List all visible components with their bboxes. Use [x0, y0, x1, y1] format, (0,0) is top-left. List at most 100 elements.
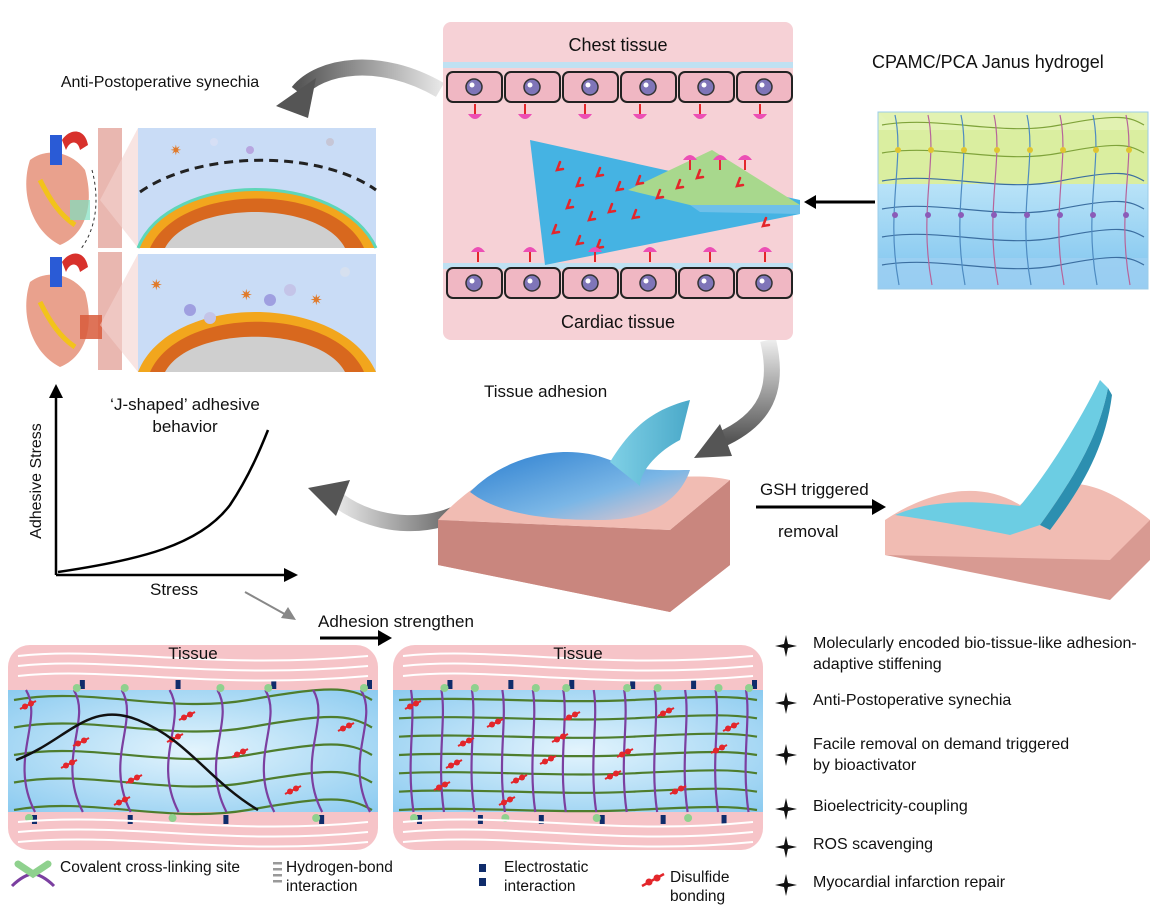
sparkle-icon [775, 874, 797, 896]
feature-text: Facile removal on demand triggered by bi… [813, 736, 1070, 774]
legend-text: Disulfide bonding [670, 869, 730, 905]
electrostatic-mark [175, 680, 181, 689]
receptor [468, 104, 482, 119]
electrostatic-icon [479, 864, 486, 886]
red-arrow-mark [655, 188, 665, 200]
cell [446, 71, 503, 103]
cell [562, 71, 619, 103]
crosslink-mark [72, 684, 81, 692]
polymer-chain [622, 689, 628, 813]
crosslink-mark [592, 814, 601, 822]
y-axis-label: Adhesive Stress [28, 423, 45, 539]
gsh-arrow [756, 499, 886, 515]
receptor [523, 247, 537, 262]
red-arrow-mark [735, 176, 745, 188]
disulfide-mark [19, 700, 37, 710]
crosslink-mark [653, 684, 662, 692]
electrostatic-mark [752, 680, 757, 689]
feature-text: Bioelectricity-coupling [813, 798, 968, 815]
adhesion-block [438, 400, 730, 612]
crosslink-mark [216, 684, 225, 692]
electrostatic-mark [271, 680, 277, 689]
tissue-label-left: Tissue [168, 644, 218, 663]
disulfide-mark [178, 711, 196, 721]
polymer-chain [13, 715, 373, 733]
svg-text:✷: ✷ [240, 287, 253, 304]
curved-arrow-down [694, 338, 780, 458]
crosslink-mark [360, 684, 368, 692]
red-arrow-mark [587, 210, 597, 222]
crosslink-mark [714, 684, 723, 692]
hydrogen-bond-icon [273, 862, 282, 883]
electrostatic-mark [32, 815, 37, 824]
feature-text: Anti-Postoperative synechia [813, 692, 1012, 709]
polymer-chain [592, 689, 598, 813]
j-curve-chart [49, 384, 298, 620]
sparkle-icon [775, 692, 797, 714]
crosslink-mark [531, 684, 540, 692]
crosslink-mark [168, 814, 177, 822]
network-panel-left [8, 645, 378, 850]
crosslink-mark [440, 684, 449, 692]
red-arrow-mark [555, 160, 565, 172]
disulfide-mark [616, 748, 634, 758]
cell [620, 71, 677, 103]
svg-text:✷: ✷ [310, 292, 323, 309]
disulfide-mark [231, 748, 249, 758]
disulfide-mark [510, 774, 528, 784]
receptor [633, 104, 647, 119]
polymer-chain [358, 689, 371, 813]
crosslink-mark [684, 814, 693, 822]
red-arrow-mark [565, 198, 575, 210]
receptor [683, 155, 697, 170]
pointer-arrow [804, 195, 875, 209]
sparkle-icon [775, 744, 797, 766]
disulfide-mark [337, 722, 355, 732]
disulfide-mark [710, 744, 728, 754]
red-arrow-mark [607, 202, 617, 214]
disulfide-icon [641, 872, 665, 888]
polymer-chain [683, 689, 689, 813]
polymer-chain [398, 732, 758, 739]
disulfide-mark [486, 718, 504, 728]
receptor [643, 247, 657, 262]
electrostatic-mark [319, 815, 325, 824]
red-arrow-mark [675, 178, 685, 190]
polymer-chain [561, 689, 567, 813]
red-arrow-marks [551, 160, 771, 250]
sparkle-icon [775, 836, 797, 858]
legend-text: Covalent cross-linking site [60, 859, 241, 876]
disulfide-mark [125, 774, 143, 784]
cell [504, 71, 561, 103]
red-arrow-mark [595, 166, 605, 178]
hydrogel-cube [877, 111, 1149, 290]
x-axis-label: Stress [150, 580, 199, 599]
electrostatic-mark [367, 680, 372, 689]
crosslink-icon [10, 860, 56, 888]
feature-text: Myocardial infarction repair [813, 874, 1006, 891]
disulfide-mark [498, 796, 516, 806]
strengthen-arrow [320, 630, 392, 646]
cells-top [446, 71, 793, 103]
curved-arrow-top [276, 59, 445, 118]
polymer-chain [398, 787, 758, 794]
disulfide-mark [722, 722, 740, 732]
disulfide-mark [563, 711, 581, 721]
heart-panels: ✷ ✷ ✷ ✷ [10, 128, 378, 372]
electrostatic-mark [447, 680, 453, 689]
electrostatic-mark [79, 680, 85, 689]
disulfide-mark [404, 700, 422, 710]
cells-bottom [446, 267, 793, 299]
removal-label: removal [778, 522, 839, 541]
cell [562, 267, 619, 299]
disulfide-mark [60, 759, 78, 769]
polymer-chain [398, 714, 758, 721]
polymer-chain [119, 689, 132, 813]
electrostatic-mark [127, 815, 133, 824]
polymer-chain [409, 689, 415, 813]
cardiac-tissue-label: Cardiac tissue [560, 312, 676, 332]
adhesion-strengthen-label: Adhesion strengthen [318, 612, 474, 631]
polymer-chain [214, 689, 228, 813]
polymer-chain [262, 689, 276, 813]
crosslink-mark [470, 684, 479, 692]
